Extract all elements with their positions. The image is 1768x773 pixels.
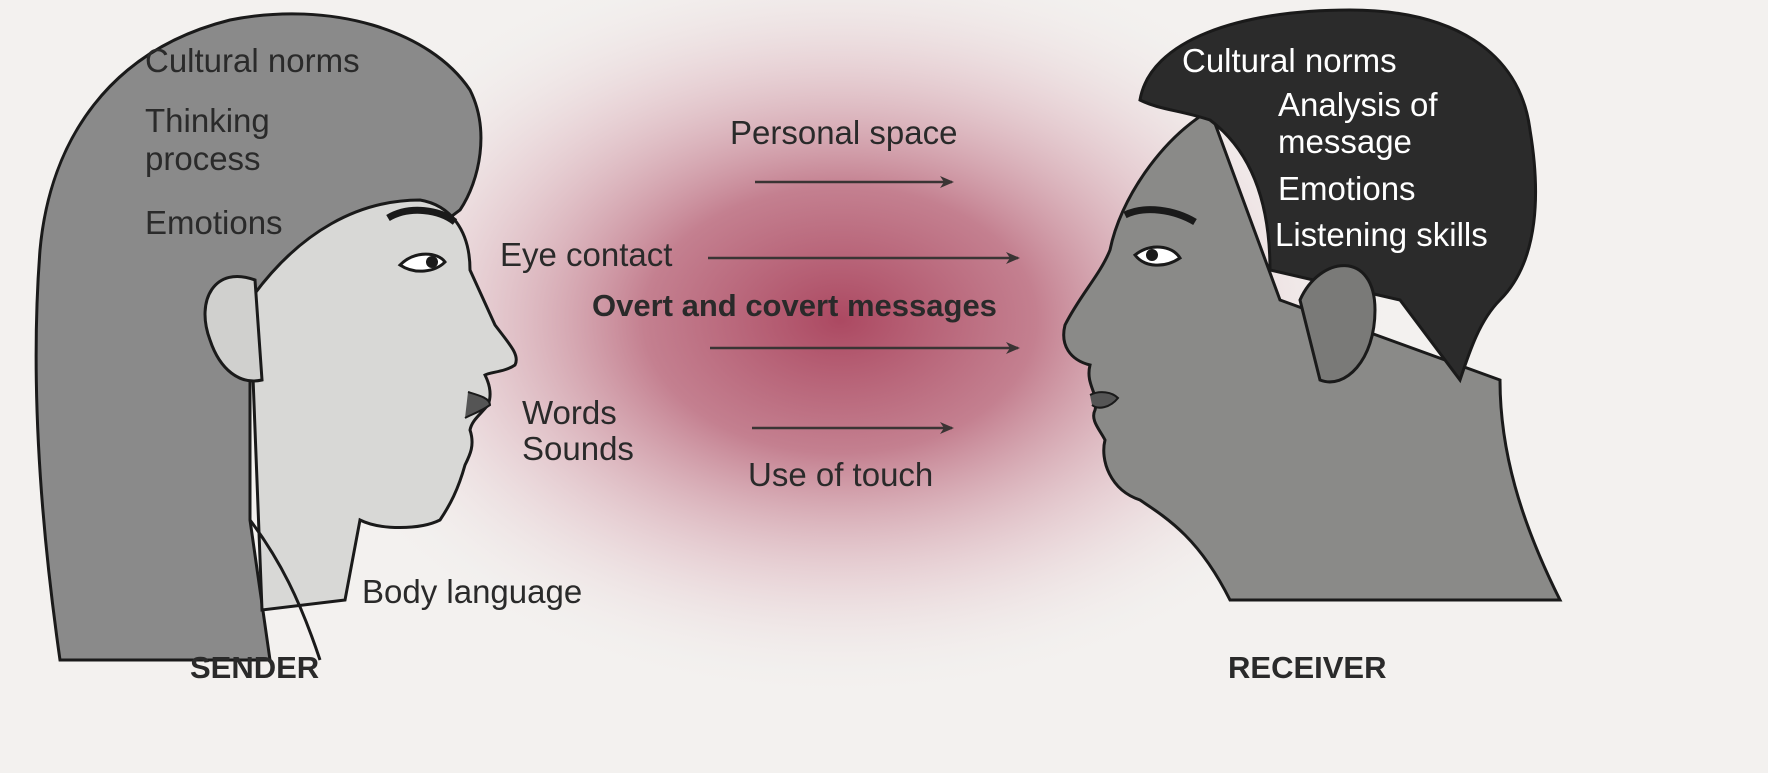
sender-label: SENDER — [190, 652, 319, 683]
receiver-label: RECEIVER — [1228, 652, 1386, 683]
personal-space-label: Personal space — [730, 116, 957, 149]
receiver-note-message: message — [1278, 125, 1412, 158]
eye-contact-label: Eye contact — [500, 238, 672, 271]
sender-note-thinking: Thinking — [145, 104, 270, 137]
receiver-note-cultural-norms: Cultural norms — [1182, 44, 1397, 77]
overt-covert-label: Overt and covert messages — [592, 290, 997, 321]
receiver-note-emotions: Emotions — [1278, 172, 1416, 205]
sender-note-process: process — [145, 142, 261, 175]
words-label: Words — [522, 396, 617, 429]
receiver-note-analysis: Analysis of — [1278, 88, 1438, 121]
sender-note-cultural-norms: Cultural norms — [145, 44, 360, 77]
sender-note-emotions: Emotions — [145, 206, 283, 239]
receiver-note-listening: Listening skills — [1275, 218, 1488, 251]
body-language-label: Body language — [362, 575, 582, 608]
sounds-label: Sounds — [522, 432, 634, 465]
use-of-touch-label: Use of touch — [748, 458, 933, 491]
